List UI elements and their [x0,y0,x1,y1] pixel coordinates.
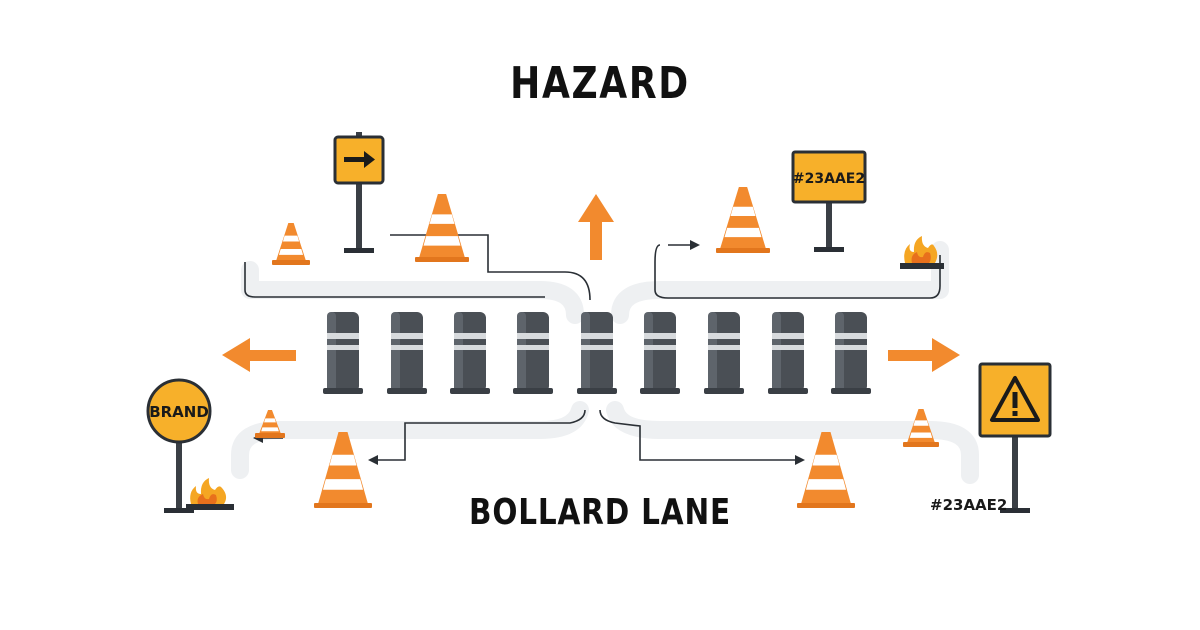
guide-arrowheads [253,240,805,465]
hex-sign: #23AAE2 [791,150,867,252]
brand-sign-label: BRAND [149,403,209,421]
arrow-right-icon [888,338,960,372]
hex-sign-label: #23AAE2 [793,171,865,187]
fire-icon [900,236,944,269]
page-subtitle: BOLLARD LANE [469,492,731,533]
arrow-right-icon [344,151,375,168]
warning-sign [978,362,1052,513]
bollard-icon [387,312,427,394]
bollard-row [323,312,871,394]
traffic-cones [255,187,939,508]
brand-sign: BRAND [146,378,212,513]
bollard-icon [640,312,680,394]
traffic-cone-icon [255,410,285,438]
bollard-icon [513,312,553,394]
arrow-sign [333,132,385,253]
bollard-icon [831,312,871,394]
warning-icon [990,376,1040,422]
bollard-icon [450,312,490,394]
traffic-cone-icon [903,409,939,447]
page-title: HAZARD [510,58,690,109]
guide-lines [244,234,941,461]
fire-icon [186,478,234,510]
traffic-cone-icon [272,223,310,265]
arrow-up-icon [578,194,614,260]
bollard-icon [704,312,744,394]
bollard-icon [323,312,363,394]
traffic-cone-icon [415,194,469,262]
traffic-cone-icon [797,432,855,508]
traffic-cone-icon [716,187,770,253]
traffic-cone-icon [314,432,372,508]
hex-caption: #23AAE2 [930,496,1008,514]
bollard-icon [577,312,617,394]
arrow-left-icon [222,338,296,372]
bollard-icon [768,312,808,394]
